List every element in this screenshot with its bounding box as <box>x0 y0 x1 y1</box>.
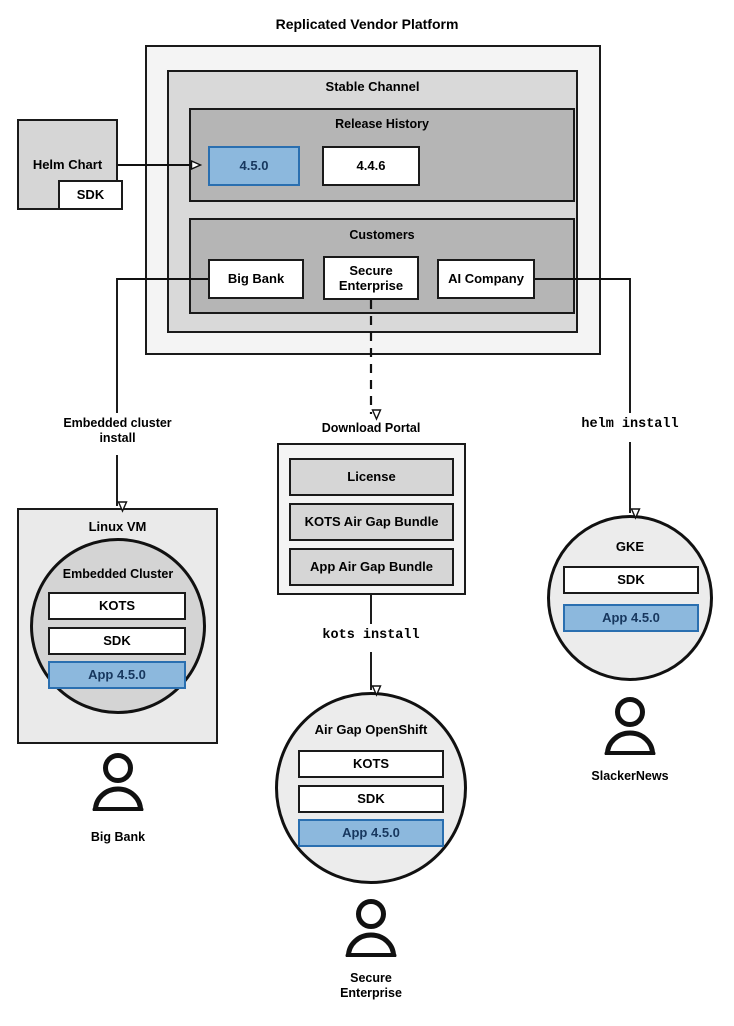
persona-label-big-bank: Big Bank <box>90 830 146 844</box>
component-label: KOTS <box>98 598 136 614</box>
persona-icon-big-bank <box>90 753 146 813</box>
customer-secure-enterprise[interactable]: Secure Enterprise <box>323 256 419 300</box>
release-4-5-0[interactable]: 4.5.0 <box>208 146 300 186</box>
gke-circle <box>547 515 713 681</box>
download-item-app-air-gap-bundle[interactable]: App Air Gap Bundle <box>289 548 454 586</box>
sdk-label: SDK <box>76 187 105 203</box>
embedded-cluster-label: Embedded Cluster <box>62 567 174 581</box>
release-4-4-6[interactable]: 4.4.6 <box>322 146 420 186</box>
linux-vm-label: Linux VM <box>88 519 147 534</box>
openshift-component-sdk[interactable]: SDK <box>298 785 444 813</box>
component-label: App 4.5.0 <box>88 667 146 683</box>
download-item-label: App Air Gap Bundle <box>309 559 434 575</box>
customers-title: Customers <box>349 228 415 242</box>
release-history-title: Release History <box>335 117 429 131</box>
linux-vm-component-kots[interactable]: KOTS <box>48 592 186 620</box>
component-label: SDK <box>103 633 131 649</box>
gke-component-sdk[interactable]: SDK <box>563 566 699 594</box>
gke-label: GKE <box>615 539 645 554</box>
embedded-cluster-install-label: Embedded cluster install <box>63 416 172 445</box>
download-item-license[interactable]: License <box>289 458 454 496</box>
customer-label: AI Company <box>448 271 524 287</box>
component-label: App 4.5.0 <box>342 825 400 841</box>
download-item-kots-air-gap-bundle[interactable]: KOTS Air Gap Bundle <box>289 503 454 541</box>
customer-ai-company[interactable]: AI Company <box>437 259 535 299</box>
download-item-label: License <box>347 469 396 485</box>
openshift-component-kots[interactable]: KOTS <box>298 750 444 778</box>
customer-label: Big Bank <box>227 271 285 287</box>
helm-chart-sdk-box[interactable]: SDK <box>58 180 123 210</box>
linux-vm-component-app[interactable]: App 4.5.0 <box>48 661 186 689</box>
persona-label-slackernews: SlackerNews <box>591 769 669 783</box>
download-item-label: KOTS Air Gap Bundle <box>304 514 439 530</box>
gke-component-app[interactable]: App 4.5.0 <box>563 604 699 632</box>
customer-big-bank[interactable]: Big Bank <box>208 259 304 299</box>
helm-install-label: helm install <box>581 417 679 432</box>
component-label: App 4.5.0 <box>602 610 660 626</box>
persona-icon-secure-enterprise <box>343 899 399 959</box>
persona-icon-slackernews <box>602 697 658 757</box>
component-label: KOTS <box>352 756 390 772</box>
component-label: SDK <box>617 572 645 588</box>
air-gap-openshift-label: Air Gap OpenShift <box>314 722 428 737</box>
release-version-label: 4.4.6 <box>356 158 386 174</box>
stable-channel-title: Stable Channel <box>325 79 420 94</box>
download-portal-title: Download Portal <box>321 421 421 435</box>
persona-label-secure-enterprise: Secure Enterprise <box>340 971 402 1000</box>
customer-label: Secure Enterprise <box>338 262 404 293</box>
component-label: SDK <box>357 791 385 807</box>
linux-vm-component-sdk[interactable]: SDK <box>48 627 186 655</box>
kots-install-label: kots install <box>322 628 420 643</box>
openshift-component-app[interactable]: App 4.5.0 <box>298 819 444 847</box>
release-version-label: 4.5.0 <box>239 158 269 174</box>
diagram-title: Replicated Vendor Platform <box>275 16 459 32</box>
helm-chart-label: Helm Chart <box>32 157 103 172</box>
